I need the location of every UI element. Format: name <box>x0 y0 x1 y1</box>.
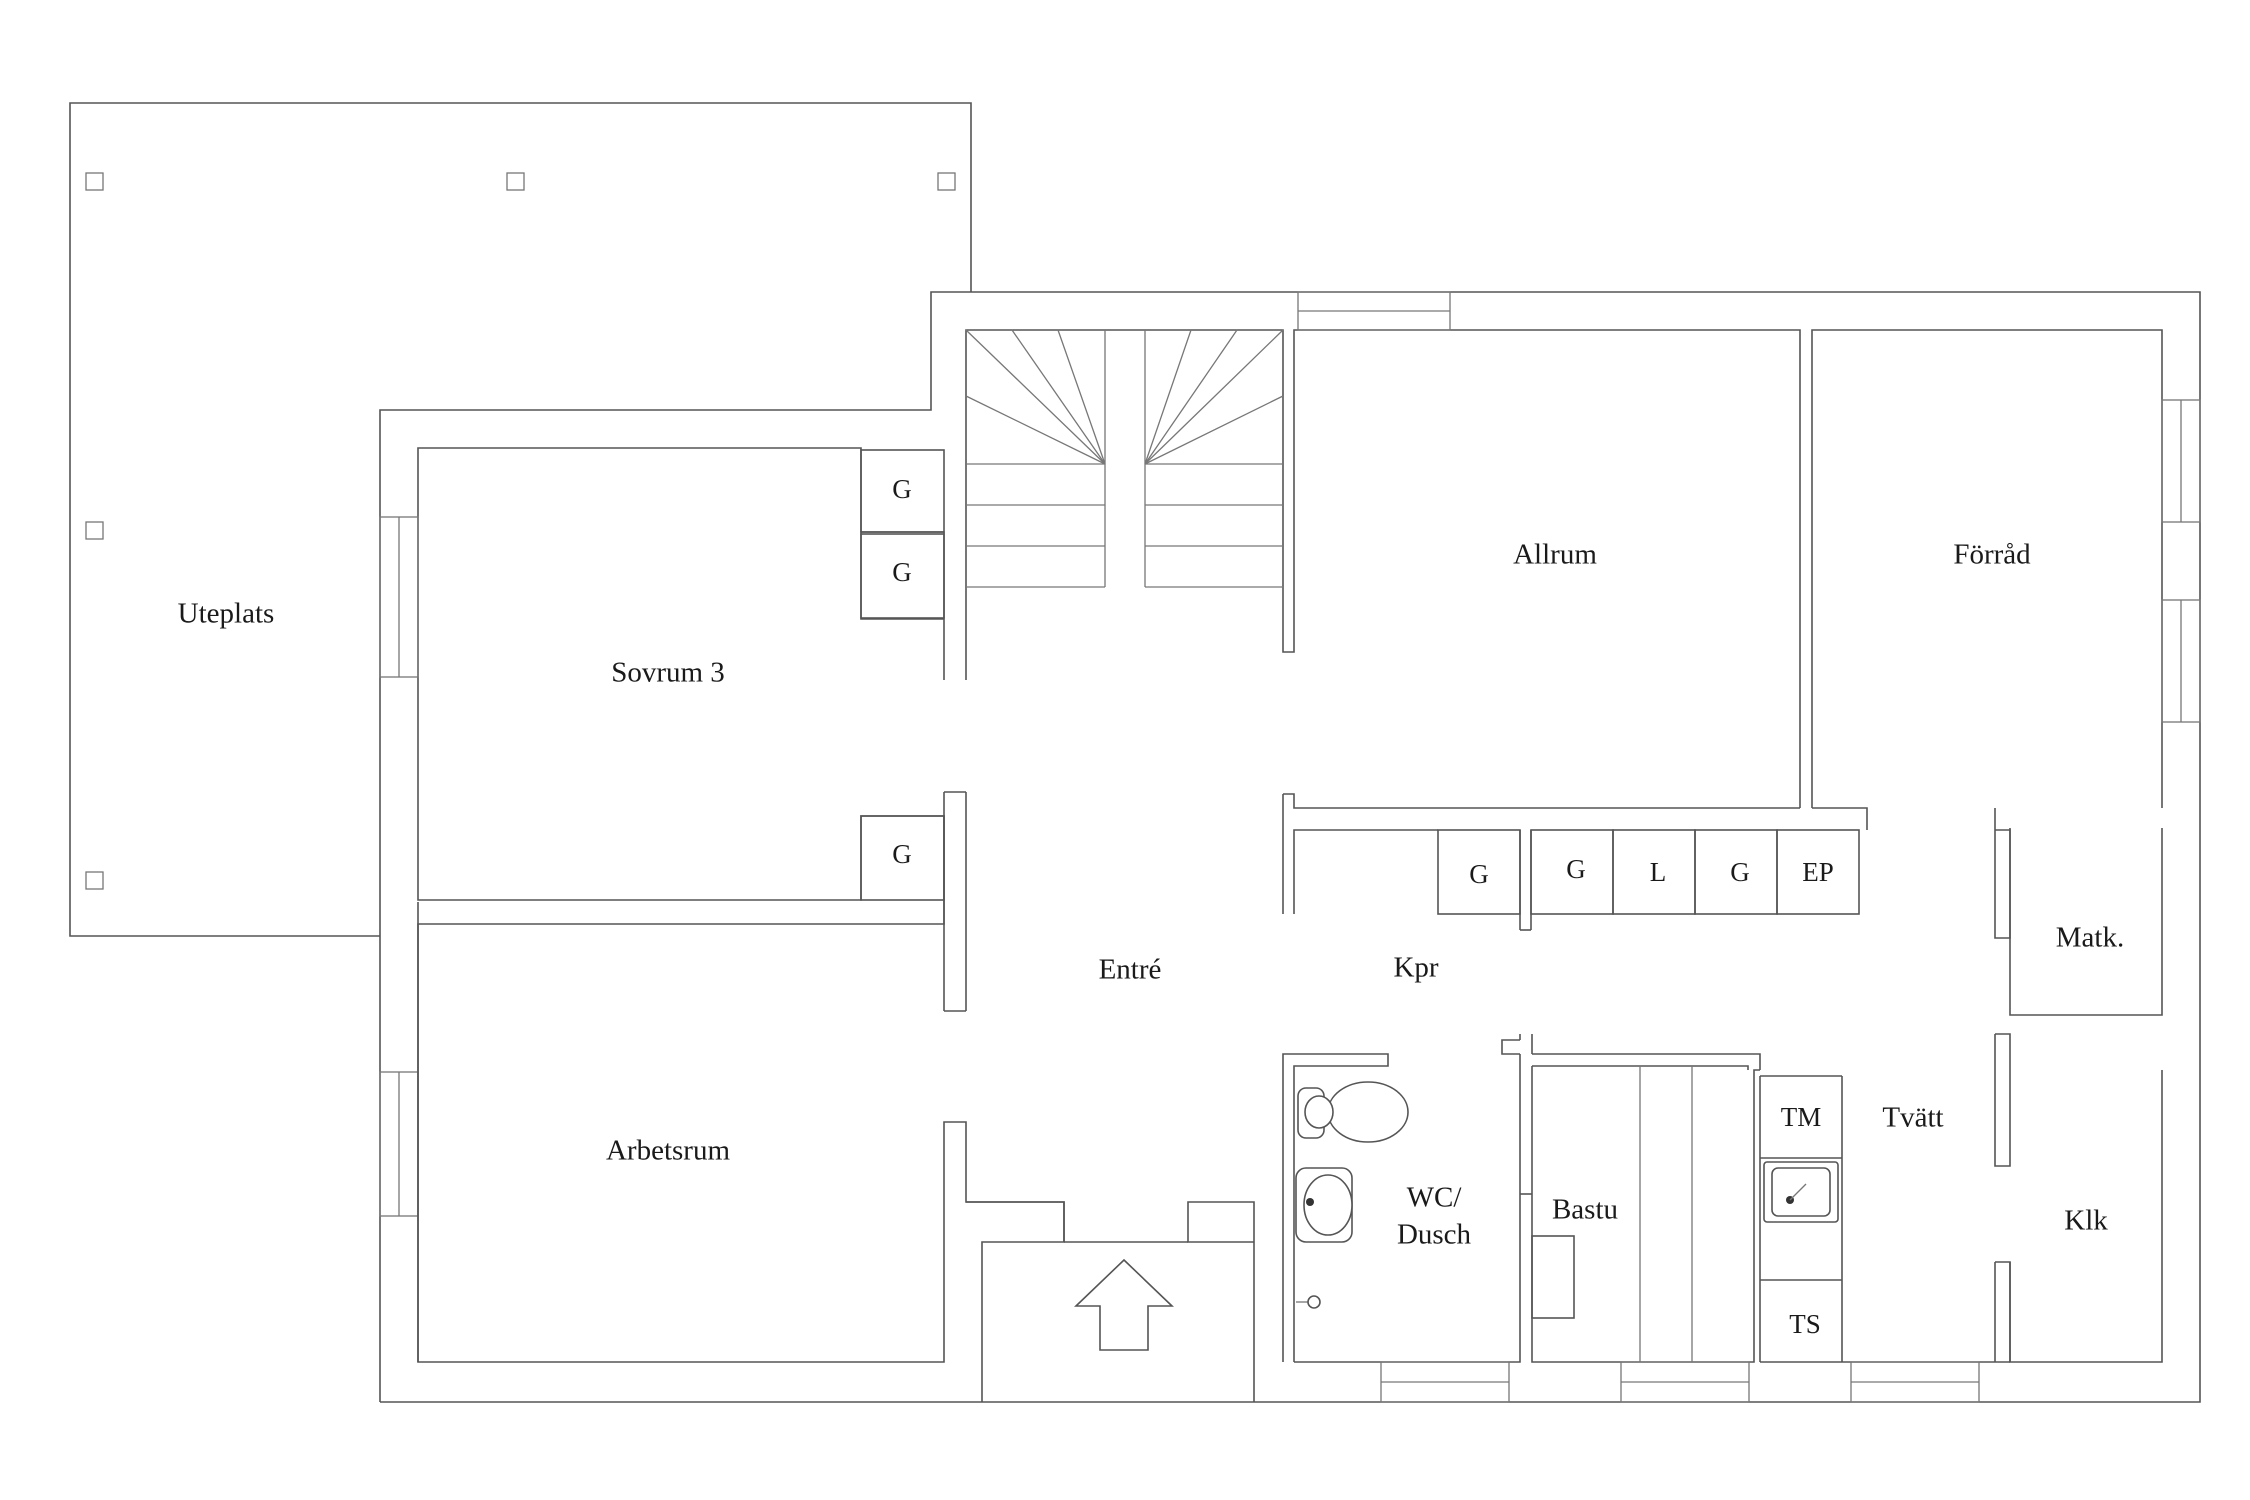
room-label-bastu: Bastu <box>1552 1194 1618 1226</box>
outer-walls <box>379 291 2201 1403</box>
wet-room-walls <box>1282 1034 1843 1362</box>
room-label-uteplats: Uteplats <box>178 598 275 630</box>
laundry-sink-icon <box>1763 1161 1839 1223</box>
closet-label: G <box>1566 854 1586 884</box>
closet <box>1776 829 1860 915</box>
terrace-post <box>85 172 104 191</box>
appliance-label-ts: TS <box>1789 1309 1821 1339</box>
entrance-arrow-icon <box>1074 1258 1174 1351</box>
closet-label: EP <box>1802 857 1834 887</box>
terrace-post <box>85 871 104 890</box>
closet-label: G <box>1469 859 1489 889</box>
terrace-post <box>506 172 525 191</box>
room-label-tvatt: Tvätt <box>1882 1102 1943 1134</box>
closet <box>860 533 945 619</box>
kitchen-walls <box>1994 1033 2011 1362</box>
closet-label: G <box>1730 857 1750 887</box>
entrance-vestibule <box>966 1201 1255 1402</box>
room-label-kpr: Kpr <box>1393 952 1438 984</box>
appliance-label-tm: TM <box>1781 1102 1822 1132</box>
room-label-wc: WC/ <box>1407 1182 1463 1214</box>
closet-label: G <box>892 557 912 587</box>
terrace-post <box>85 521 104 540</box>
sink-icon <box>1295 1167 1353 1243</box>
room-label-forrad: Förråd <box>1953 539 2031 571</box>
closet <box>860 449 945 533</box>
room-label-klk: Klk <box>2064 1205 2108 1237</box>
stair-icon <box>965 329 1284 588</box>
toilet-icon <box>1297 1081 1409 1143</box>
sovrum-walls <box>417 449 967 1362</box>
closet-label: L <box>1650 857 1667 887</box>
room-label-allrum: Allrum <box>1513 539 1597 571</box>
closet-label: G <box>892 839 912 869</box>
sauna-bench <box>1531 1235 1575 1319</box>
room-label-sovrum-3: Sovrum 3 <box>611 657 725 689</box>
room-label-dusch: Dusch <box>1397 1219 1472 1251</box>
terrace <box>69 102 972 937</box>
hall-walls <box>1282 793 2011 939</box>
room-label-arbetsrum: Arbetsrum <box>606 1135 730 1167</box>
room-label-entre: Entré <box>1099 954 1162 986</box>
terrace-post <box>937 172 956 191</box>
windows <box>379 291 2201 1403</box>
closet-label: G <box>892 474 912 504</box>
shower-drain-icon <box>1296 1295 1321 1309</box>
room-label-matk: Matk. <box>2056 922 2124 954</box>
